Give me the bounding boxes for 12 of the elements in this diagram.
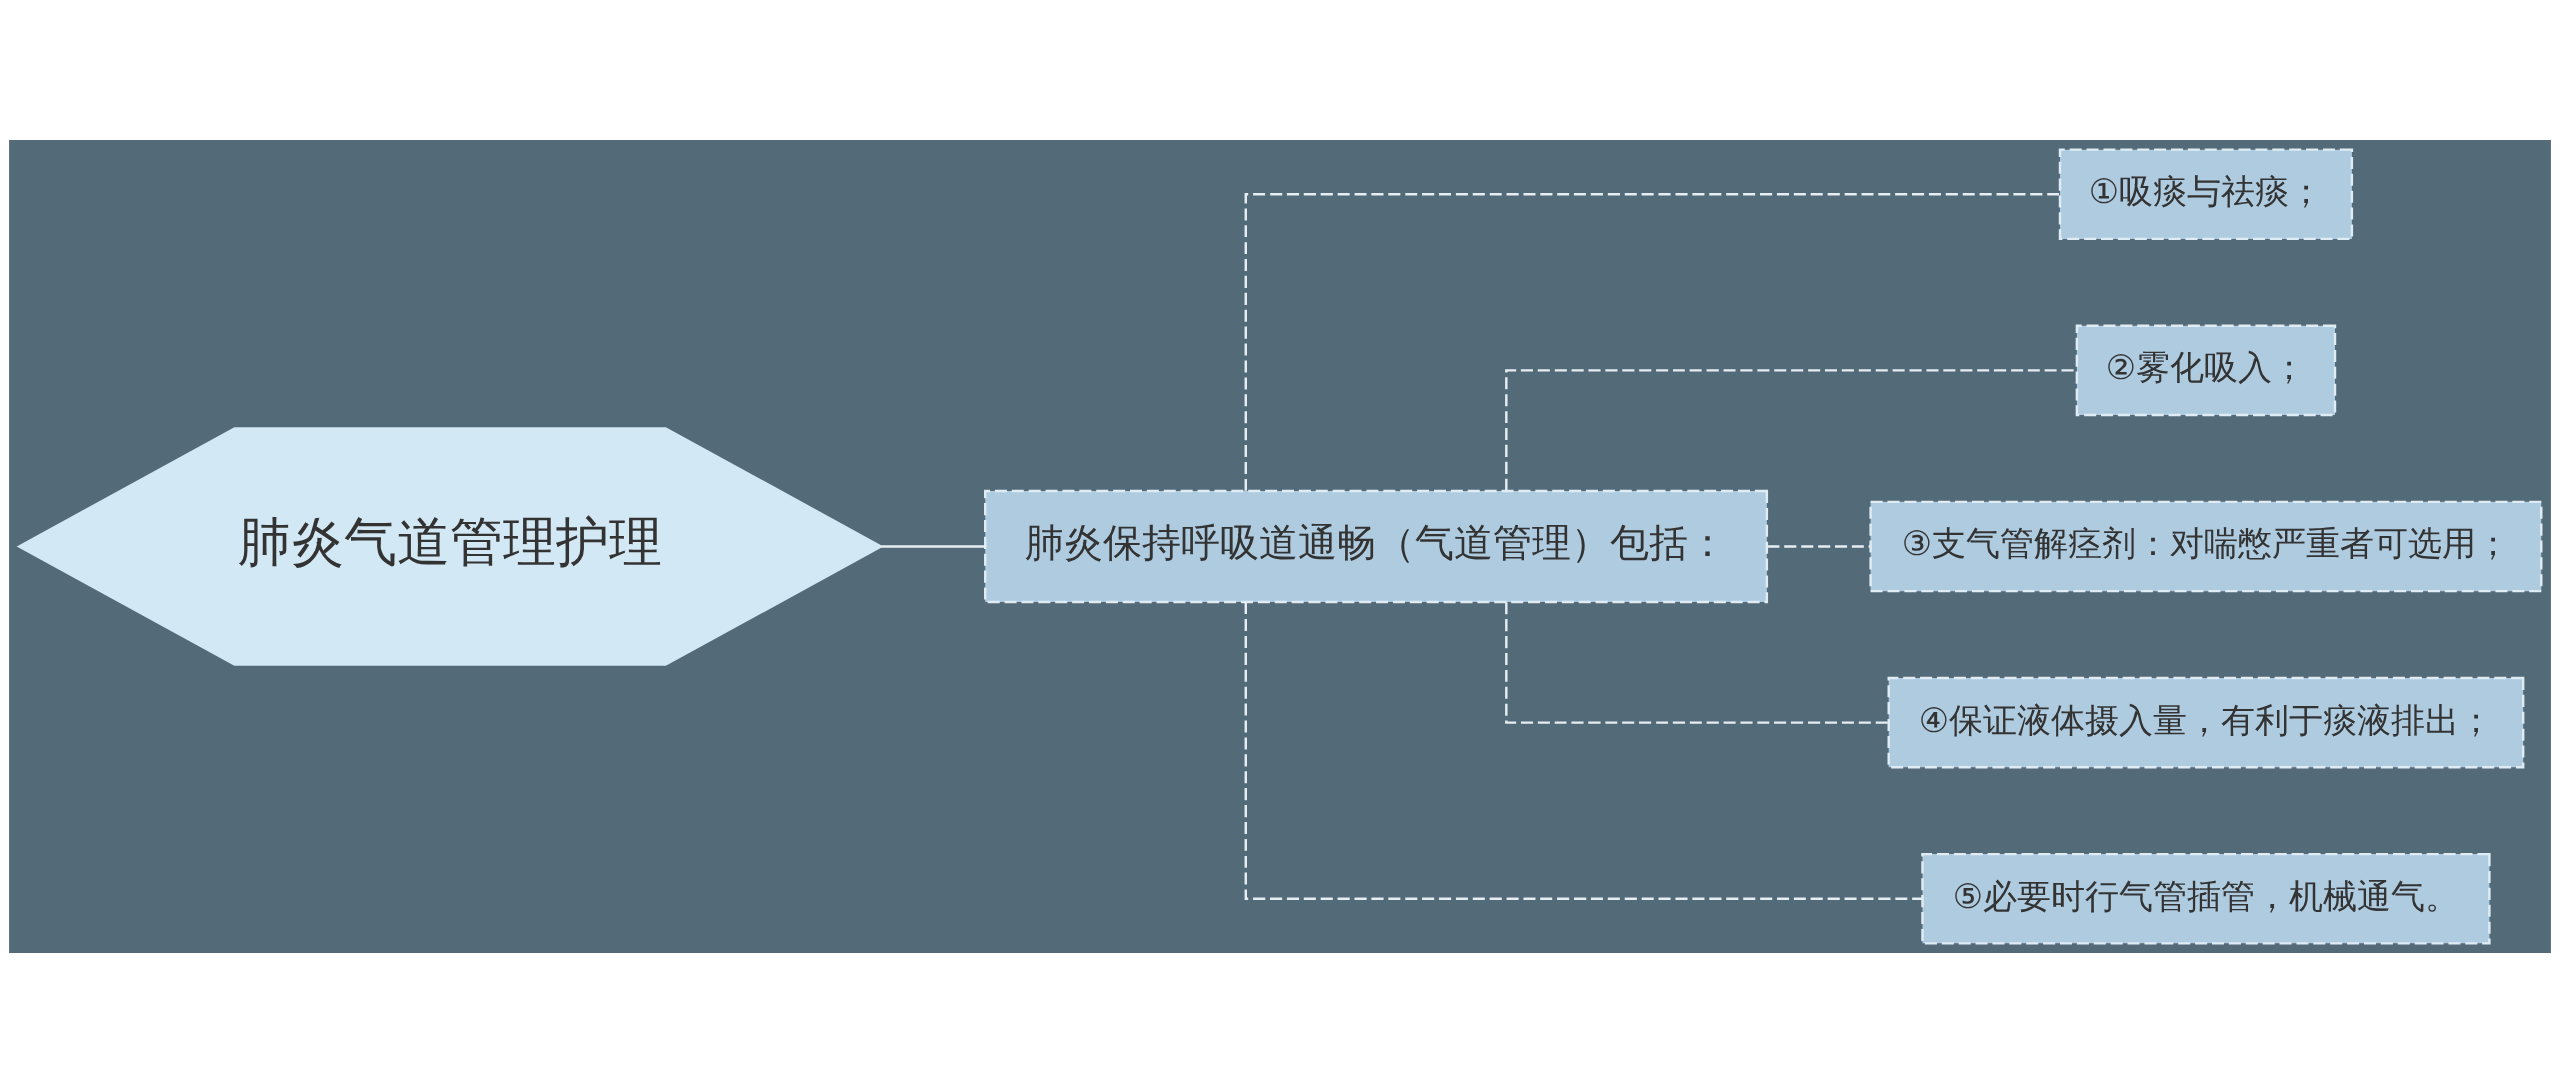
node-box: ①吸痰与祛痰；: [2058, 147, 2354, 240]
connector: [881, 544, 986, 548]
connector: [1505, 368, 2077, 491]
node-box: 肺炎保持呼吸道通畅（气道管理）包括：: [984, 489, 1769, 603]
node-box: ④保证液体摄入量，有利于痰液排出；: [1887, 676, 2525, 768]
node-box: ⑤必要时行气管插管，机械通气。: [1921, 852, 2491, 945]
connector: [1505, 601, 1888, 724]
node-box: ③支气管解痉剂：对喘憋严重者可选用；: [1869, 500, 2543, 592]
connector: [1244, 601, 1923, 900]
connector: [1767, 544, 1871, 548]
node-box: ②雾化吸入；: [2075, 324, 2337, 416]
connector: [1244, 192, 2060, 491]
